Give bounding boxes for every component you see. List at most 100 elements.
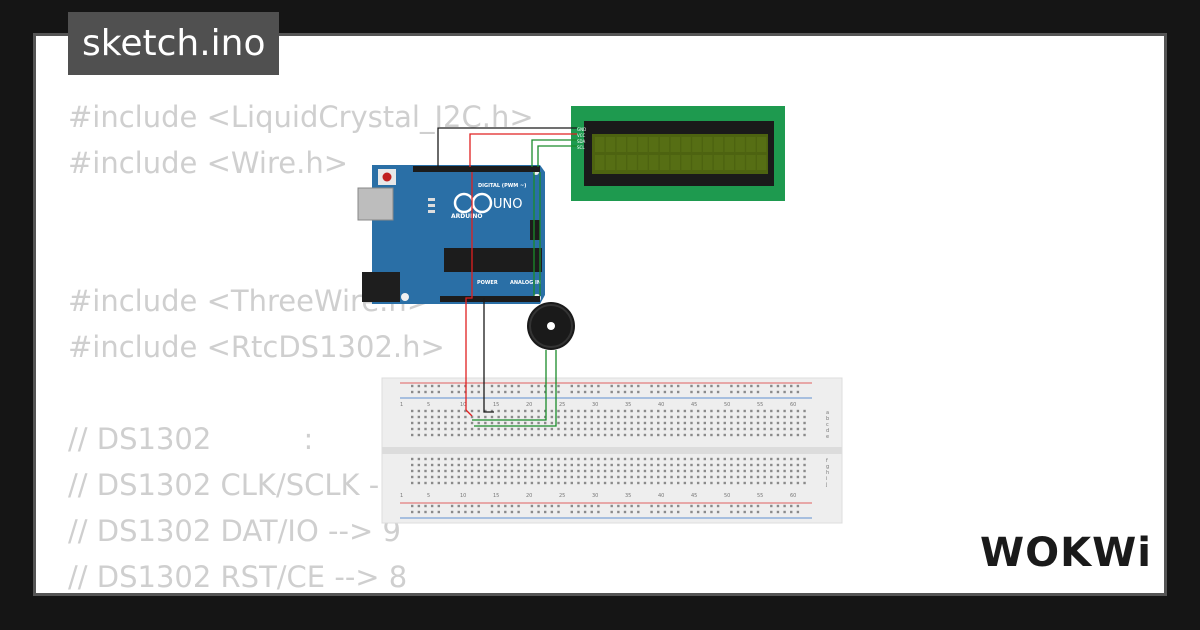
column-label: 5 [427, 402, 430, 408]
breadboard-hole [477, 433, 480, 437]
breadboard-hole [597, 475, 600, 479]
breadboard-hole [637, 384, 640, 388]
file-tab[interactable]: sketch.ino [68, 12, 280, 75]
breadboard-hole [464, 463, 467, 467]
breadboard-hole [776, 390, 780, 394]
breadboard-hole [750, 457, 753, 461]
breadboard-hole [776, 415, 780, 419]
breadboard-hole [510, 427, 514, 431]
breadboard-hole [710, 421, 713, 425]
breadboard-hole [663, 475, 667, 479]
digital-header[interactable] [413, 166, 540, 172]
breadboard-hole [424, 409, 427, 413]
breadboard-hole [444, 469, 447, 473]
breadboard-hole [657, 415, 660, 419]
breadboard-hole [696, 475, 700, 479]
breadboard-hole [517, 463, 520, 467]
breadboard[interactable]: 1 5 10 15 20 25 30 35 40 45 50 55 60 1 5… [381, 377, 843, 524]
breadboard-hole [637, 415, 640, 419]
breadboard-hole [637, 463, 640, 467]
breadboard-hole [657, 421, 660, 425]
wires[interactable] [437, 127, 577, 427]
breadboard-hole [490, 463, 494, 467]
breadboard-hole [710, 415, 713, 419]
breadboard-hole [490, 504, 494, 508]
breadboard-hole [796, 510, 800, 514]
breadboard-hole [710, 409, 713, 413]
arduino-uno-board[interactable]: UNO ARDUINO DIGITAL (PWM ~) ANALOG IN PO… [357, 165, 545, 304]
breadboard-hole [590, 427, 593, 431]
breadboard-hole [763, 469, 766, 473]
breadboard-hole [750, 384, 753, 388]
breadboard-hole [517, 427, 520, 431]
breadboard-hole [450, 481, 454, 485]
breadboard-hole [796, 409, 800, 413]
breadboard-hole [597, 390, 600, 394]
wire-gnd-lcd[interactable] [437, 127, 577, 167]
breadboard-hole [524, 427, 527, 431]
breadboard-hole [657, 475, 660, 479]
wire-sda-lcd[interactable] [531, 139, 577, 167]
wire-power-breadboard[interactable] [465, 172, 473, 410]
breadboard-hole [630, 504, 633, 508]
breadboard-hole [550, 475, 554, 479]
breadboard-hole [796, 384, 800, 388]
breadboard-hole [583, 384, 587, 388]
breadboard-hole [743, 504, 746, 508]
breadboard-hole [577, 463, 580, 467]
breadboard-hole [437, 390, 440, 394]
breadboard-hole [450, 409, 454, 413]
breadboard-hole [570, 504, 573, 508]
breadboard-hole [736, 421, 740, 425]
wire-ground-breadboard[interactable] [483, 298, 494, 413]
breadboard-hole [497, 421, 500, 425]
breadboard-hole [470, 433, 474, 437]
wire-buzzer-b[interactable] [474, 350, 557, 427]
breadboard-hole [563, 475, 567, 479]
breadboard-hole [617, 415, 620, 419]
breadboard-hole [597, 415, 600, 419]
breadboard-hole [663, 433, 667, 437]
breadboard-hole [570, 469, 573, 473]
breadboard-hole [583, 409, 587, 413]
breadboard-hole [790, 504, 793, 508]
wire-buzzer-a[interactable] [472, 350, 547, 421]
breadboard-hole [637, 433, 640, 437]
breadboard-hole [457, 469, 460, 473]
breadboard-hole [490, 390, 494, 394]
lcd-char-cell [703, 155, 713, 170]
breadboard-hole [803, 433, 806, 437]
breadboard-hole [424, 427, 427, 431]
lcd-display[interactable]: GND VCC SDA SCL [571, 106, 785, 201]
breadboard-hole [450, 457, 454, 461]
breadboard-hole [736, 457, 740, 461]
column-label: 40 [658, 493, 664, 499]
power-analog-header[interactable] [440, 296, 540, 302]
breadboard-hole [617, 384, 620, 388]
breadboard-hole [750, 433, 753, 437]
breadboard-hole [696, 481, 700, 485]
breadboard-hole [677, 457, 680, 461]
wire-5v-lcd[interactable] [469, 133, 577, 167]
breadboard-hole [783, 510, 786, 514]
reset-button[interactable] [382, 172, 392, 182]
breadboard-hole [736, 427, 740, 431]
wire-scl-lcd[interactable] [537, 145, 577, 167]
lcd-char-cell [649, 155, 659, 170]
breadboard-hole [796, 481, 800, 485]
breadboard-hole [464, 469, 467, 473]
breadboard-hole [557, 384, 560, 388]
lcd-char-cell [681, 155, 691, 170]
code-line: #include <Wire.h> [68, 146, 349, 180]
breadboard-hole [677, 475, 680, 479]
breadboard-hole [490, 384, 494, 388]
lcd-char-cell [595, 137, 605, 152]
buzzer[interactable] [527, 302, 575, 350]
column-label: 1 [400, 402, 403, 408]
breadboard-hole [510, 409, 514, 413]
breadboard-hole [710, 469, 713, 473]
breadboard-hole [550, 421, 554, 425]
breadboard-hole [497, 384, 500, 388]
breadboard-hole [470, 475, 474, 479]
breadboard-hole [637, 475, 640, 479]
